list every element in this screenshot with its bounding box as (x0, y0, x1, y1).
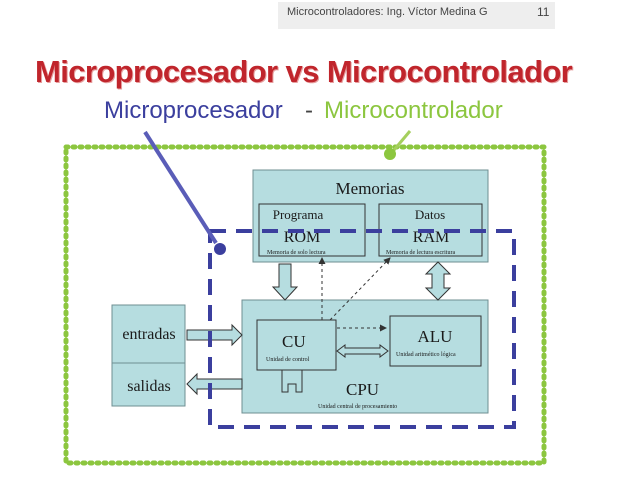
cpu-description: Unidad central de procesamiento (318, 404, 397, 410)
arrow-rom-cpu (271, 263, 299, 301)
alu-block: ALU Unidad aritmético lógica (389, 315, 482, 367)
memorias-title: Memorias (336, 179, 405, 198)
control-line-cu-ram (329, 257, 391, 321)
subtitle-separator: - (305, 97, 313, 124)
memorias-block: Memorias Programa ROM Memoria de solo le… (252, 169, 489, 263)
alu-label: ALU (418, 327, 453, 346)
slide-title: Microprocesador vs Microcontrolador (35, 54, 573, 89)
rom-program-label: Programa (273, 207, 324, 222)
cpu-label: CPU (346, 380, 379, 399)
microprocessor-pointer (143, 130, 218, 245)
clock-symbol (281, 370, 303, 393)
outputs-label: salidas (127, 378, 171, 395)
cpu-block: CPU Unidad central de procesamiento CU U… (241, 299, 489, 414)
microcontroller-boundary (63, 144, 547, 466)
ram-label: RAM (413, 229, 449, 246)
rom-description: Memoria de solo lectura (267, 250, 326, 256)
inputs-label: entradas (122, 326, 175, 343)
rom-label: ROM (284, 229, 320, 246)
microprocessor-pointer-dot (214, 243, 226, 255)
subtitle-microcontrolador: Microcontrolador (324, 97, 503, 124)
header-bar (278, 2, 555, 29)
io-block: entradas salidas (111, 304, 186, 407)
ram-description: Memoria de lectura escritura (386, 250, 455, 256)
cu-description: Unidad de control (266, 357, 310, 363)
microcontroller-pointer-dot (384, 148, 396, 160)
cu-block: CU Unidad de control (256, 319, 337, 371)
header-text: Microcontroladores: Ing. Víctor Medina G (287, 6, 488, 18)
subtitle-microprocesador: Microprocesador (104, 97, 283, 124)
arrow-inputs-cpu (186, 323, 243, 347)
page-number: 11 (537, 5, 550, 19)
alu-description: Unidad aritmético lógica (396, 352, 456, 358)
ram-data-label: Datos (415, 207, 445, 222)
microcontroller-pointer (392, 130, 412, 151)
arrow-cpu-outputs (186, 372, 243, 396)
arrow-cu-alu (336, 344, 389, 358)
microprocessor-boundary (208, 229, 516, 429)
cu-label: CU (282, 332, 306, 351)
arrow-ram-cpu (424, 261, 452, 301)
